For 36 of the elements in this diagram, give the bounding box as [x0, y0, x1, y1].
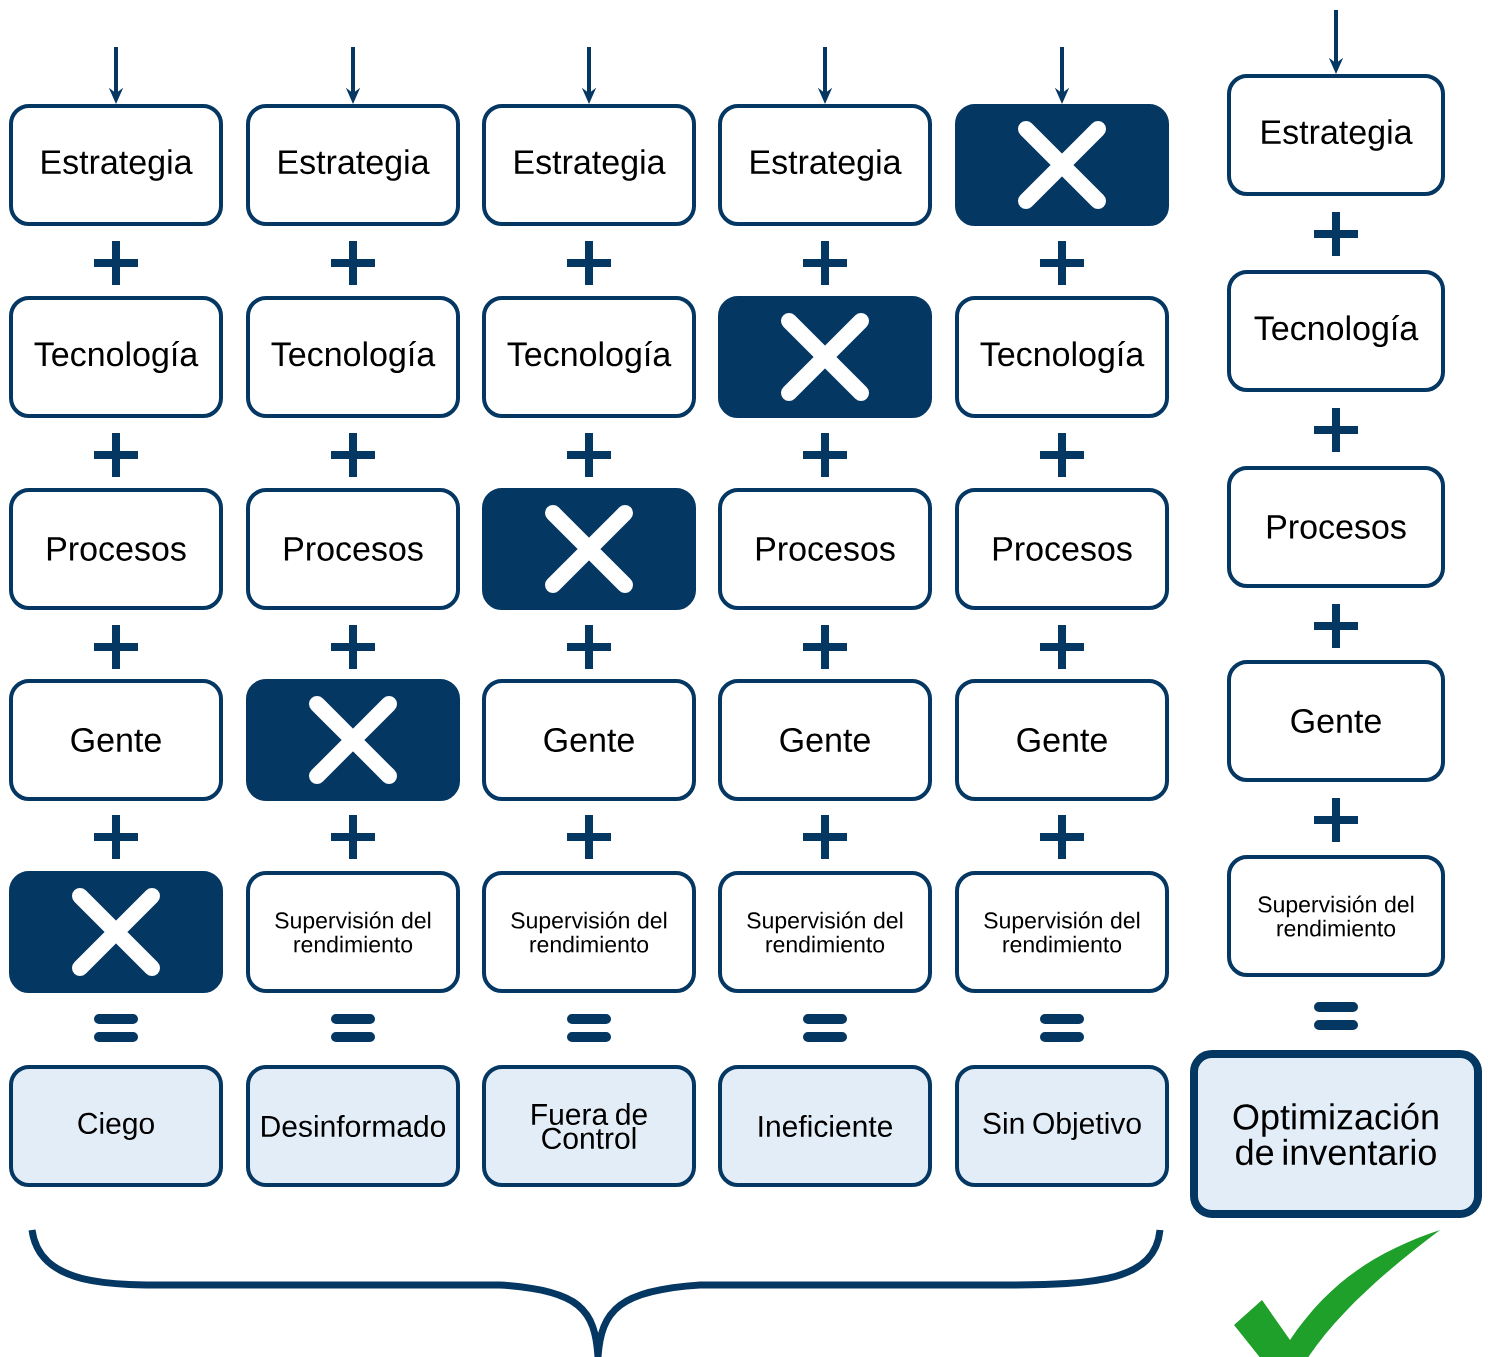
crossed-box: [955, 104, 1169, 226]
result-box: Fuera de Control: [482, 1065, 696, 1187]
crossed-box: [482, 488, 696, 610]
text-box: Estrategia: [482, 104, 696, 226]
text-box: Supervisión del rendimiento: [482, 871, 696, 993]
crossed-box: [9, 871, 223, 993]
text-box: Tecnología: [9, 296, 223, 418]
text-box: Supervisión del rendimiento: [718, 871, 932, 993]
text-box: Gente: [955, 679, 1169, 801]
text-box: Tecnología: [1227, 270, 1445, 392]
text-box: Supervisión del rendimiento: [955, 871, 1169, 993]
result-box: Optimización de inventario: [1190, 1050, 1482, 1218]
text-box: Tecnología: [955, 296, 1169, 418]
text-box: Tecnología: [246, 296, 460, 418]
text-box: Tecnología: [482, 296, 696, 418]
text-box: Gente: [718, 679, 932, 801]
text-box: Supervisión del rendimiento: [246, 871, 460, 993]
text-box: Procesos: [1227, 466, 1445, 588]
text-box: Estrategia: [9, 104, 223, 226]
text-box: Gente: [1227, 660, 1445, 782]
text-box: Procesos: [718, 488, 932, 610]
text-box: Gente: [482, 679, 696, 801]
text-box: Gente: [9, 679, 223, 801]
result-box: Ciego: [9, 1065, 223, 1187]
text-box: Estrategia: [718, 104, 932, 226]
crossed-box: [718, 296, 932, 418]
text-box: Supervisión del rendimiento: [1227, 855, 1445, 977]
result-box: Ineficiente: [718, 1065, 932, 1187]
result-box: Desinformado: [246, 1065, 460, 1187]
result-box: Sin Objetivo: [955, 1065, 1169, 1187]
text-box: Estrategia: [1227, 74, 1445, 196]
text-box: Procesos: [955, 488, 1169, 610]
text-box: Procesos: [246, 488, 460, 610]
crossed-box: [246, 679, 460, 801]
text-box: Estrategia: [246, 104, 460, 226]
text-box: Procesos: [9, 488, 223, 610]
